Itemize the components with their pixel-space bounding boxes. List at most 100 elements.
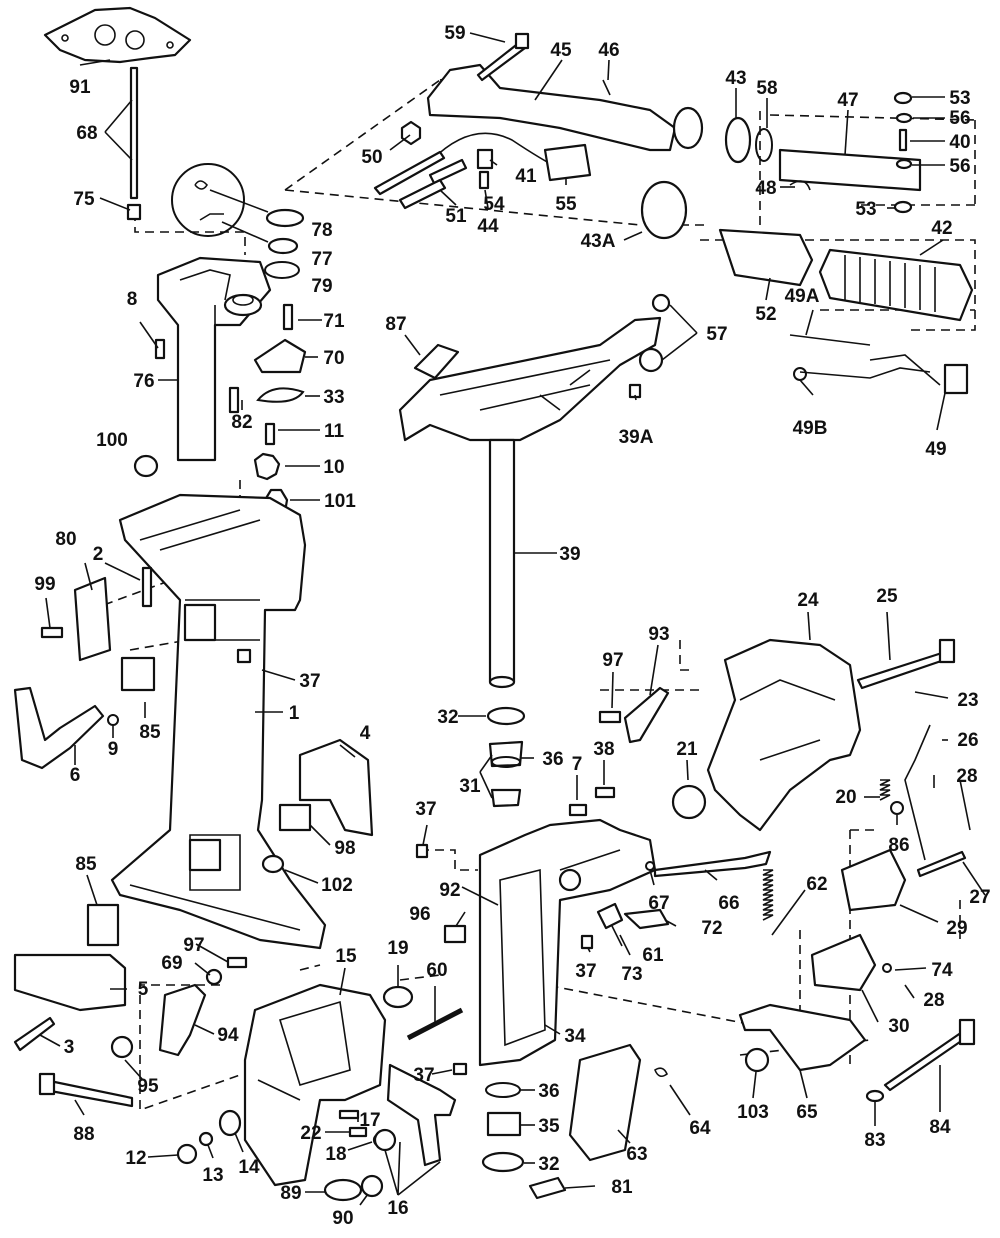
part-95-spring: [110, 1035, 134, 1059]
part-89-plate: [323, 1178, 363, 1202]
callout-49A: 49A: [785, 286, 820, 307]
callout-52: 52: [755, 304, 776, 325]
part-75-bushing: [126, 203, 142, 221]
part-97-screw-lower: [226, 956, 248, 969]
part-25-bolt: [856, 650, 952, 690]
part-38-screw: [594, 786, 616, 799]
callout-75: 75: [73, 189, 95, 210]
part-26-spring-wire: [904, 724, 931, 861]
callout-55: 55: [555, 194, 577, 215]
part-35-bushing: [486, 1111, 522, 1137]
callout-39A: 39A: [619, 427, 654, 448]
callout-24: 24: [797, 590, 819, 611]
callout-31: 31: [459, 776, 481, 797]
part-31-bushing: [488, 740, 524, 768]
callout-40: 40: [949, 132, 970, 153]
callout-68: 68: [76, 123, 97, 144]
callout-61: 61: [642, 945, 664, 966]
callout-28: 28: [956, 766, 977, 787]
part-20-spring: [879, 779, 891, 801]
callout-57: 57: [706, 324, 727, 345]
callout-5: 5: [138, 979, 149, 1000]
callout-43A: 43A: [581, 231, 616, 252]
part-43-grip-ring: [724, 116, 752, 164]
part-5-block: [13, 953, 127, 1012]
callout-37b: 37: [415, 799, 436, 820]
callout-79: 79: [311, 276, 332, 297]
part-36-oring-upper: [491, 756, 521, 768]
callout-25: 25: [876, 586, 898, 607]
part-57-washer-upper: [651, 293, 671, 313]
part-43A-shift-collar: [640, 180, 688, 240]
part-84-rod: [883, 1028, 972, 1092]
callout-48: 48: [755, 178, 776, 199]
part-99-screw: [40, 626, 64, 639]
part-78-seal: [265, 208, 305, 228]
callout-49B: 49B: [793, 418, 828, 439]
part-71-screw: [282, 303, 294, 331]
callout-69: 69: [161, 953, 182, 974]
part-14-bushing: [218, 1109, 242, 1137]
callout-30: 30: [888, 1016, 909, 1037]
callout-27: 27: [969, 887, 990, 908]
callout-39: 39: [559, 544, 580, 565]
callout-98: 98: [334, 838, 355, 859]
part-42-handle-grip: [818, 248, 974, 322]
part-91-gasket: [43, 6, 192, 64]
callout-13: 13: [202, 1165, 223, 1186]
callout-103: 103: [737, 1102, 769, 1123]
part-58-oring: [755, 128, 773, 162]
callout-17: 17: [359, 1110, 380, 1131]
part-83-washer: [865, 1089, 885, 1103]
part-80-pad: [73, 576, 112, 662]
callout-9: 9: [108, 739, 119, 760]
part-100-cap: [133, 454, 159, 478]
callout-76: 76: [133, 371, 154, 392]
callout-80: 80: [55, 529, 76, 550]
part-44-screw: [478, 170, 490, 190]
callout-81: 81: [611, 1177, 633, 1198]
callout-58: 58: [756, 78, 777, 99]
part-54-plate: [476, 148, 494, 170]
part-37-fitting-mid: [415, 843, 429, 859]
callout-84: 84: [929, 1117, 951, 1138]
part-6-handle: [13, 686, 105, 770]
part-53-nut-b: [893, 200, 913, 214]
callout-66: 66: [718, 893, 739, 914]
callout-18: 18: [325, 1144, 346, 1165]
part-33-gasket: [256, 387, 305, 403]
callout-labels: 59 45 46 43 58 47 53 56 40 56 50 41 54 5…: [34, 23, 990, 1229]
callout-91: 91: [69, 77, 91, 98]
callout-65: 65: [796, 1102, 818, 1123]
callout-92: 92: [439, 880, 460, 901]
part-30-bracket: [810, 933, 877, 992]
callout-37c: 37: [575, 961, 596, 982]
callout-6: 6: [70, 765, 81, 786]
part-1-midsection: [110, 493, 327, 950]
callout-67: 67: [648, 893, 669, 914]
part-64-spring: [654, 1067, 668, 1078]
part-39-steering-arm: [398, 316, 662, 442]
part-68-shaft: [129, 66, 139, 200]
part-70-bracket: [253, 338, 307, 374]
callout-34: 34: [564, 1026, 586, 1047]
part-55-tube: [543, 143, 592, 182]
callout-50: 50: [361, 147, 382, 168]
callout-72: 72: [701, 918, 722, 939]
seal-detail-inset: [171, 163, 245, 237]
part-77-seal: [267, 237, 299, 255]
callout-2: 2: [93, 544, 104, 565]
part-82-screw: [228, 386, 240, 414]
callout-19: 19: [387, 938, 408, 959]
callout-85b: 85: [75, 854, 97, 875]
callout-97b: 97: [183, 935, 204, 956]
part-53-nut-a: [893, 91, 913, 105]
part-57-washer-lower: [638, 347, 664, 373]
callout-15: 15: [335, 946, 357, 967]
part-8-screw: [154, 338, 166, 360]
callout-95: 95: [137, 1076, 159, 1097]
callout-63: 63: [626, 1144, 647, 1165]
callout-70: 70: [323, 348, 344, 369]
